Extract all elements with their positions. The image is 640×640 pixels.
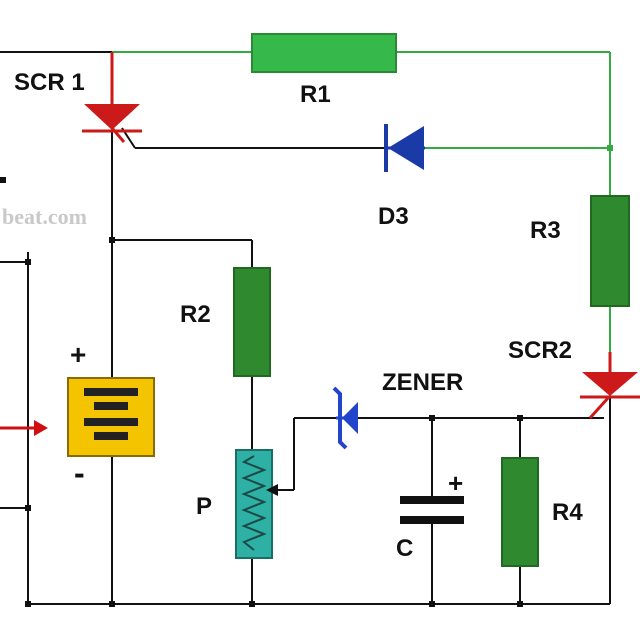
arrow-icon bbox=[0, 420, 48, 436]
junction-dots bbox=[0, 177, 523, 607]
capacitor-plus-sign: + bbox=[448, 468, 463, 498]
resistor-r2 bbox=[233, 267, 271, 377]
potentiometer-p bbox=[235, 449, 280, 559]
resistor-r1 bbox=[251, 33, 397, 73]
diode-d3 bbox=[384, 124, 425, 172]
junction-dot-green bbox=[607, 145, 613, 151]
watermark: beat.com bbox=[2, 204, 87, 229]
label-r1: R1 bbox=[300, 81, 331, 108]
scr1-symbol bbox=[82, 52, 142, 143]
label-c: C bbox=[396, 535, 413, 562]
battery-plus-sign: + bbox=[70, 339, 86, 370]
label-r2: R2 bbox=[180, 301, 211, 328]
zener-diode bbox=[332, 386, 358, 450]
resistor-r4 bbox=[501, 457, 539, 567]
label-r4: R4 bbox=[552, 499, 583, 526]
label-zener: ZENER bbox=[382, 369, 463, 396]
label-p: P bbox=[196, 493, 212, 520]
label-scr1: SCR 1 bbox=[14, 69, 85, 96]
capacitor-c bbox=[400, 496, 464, 524]
scr2-symbol bbox=[580, 352, 640, 420]
black-wires bbox=[0, 51, 611, 605]
resistor-r3 bbox=[590, 195, 630, 307]
label-r3: R3 bbox=[530, 217, 561, 244]
label-scr2: SCR2 bbox=[508, 337, 572, 364]
green-wires bbox=[112, 51, 611, 372]
battery-minus-sign: - bbox=[74, 455, 85, 491]
battery bbox=[67, 377, 155, 457]
label-d3: D3 bbox=[378, 203, 409, 230]
